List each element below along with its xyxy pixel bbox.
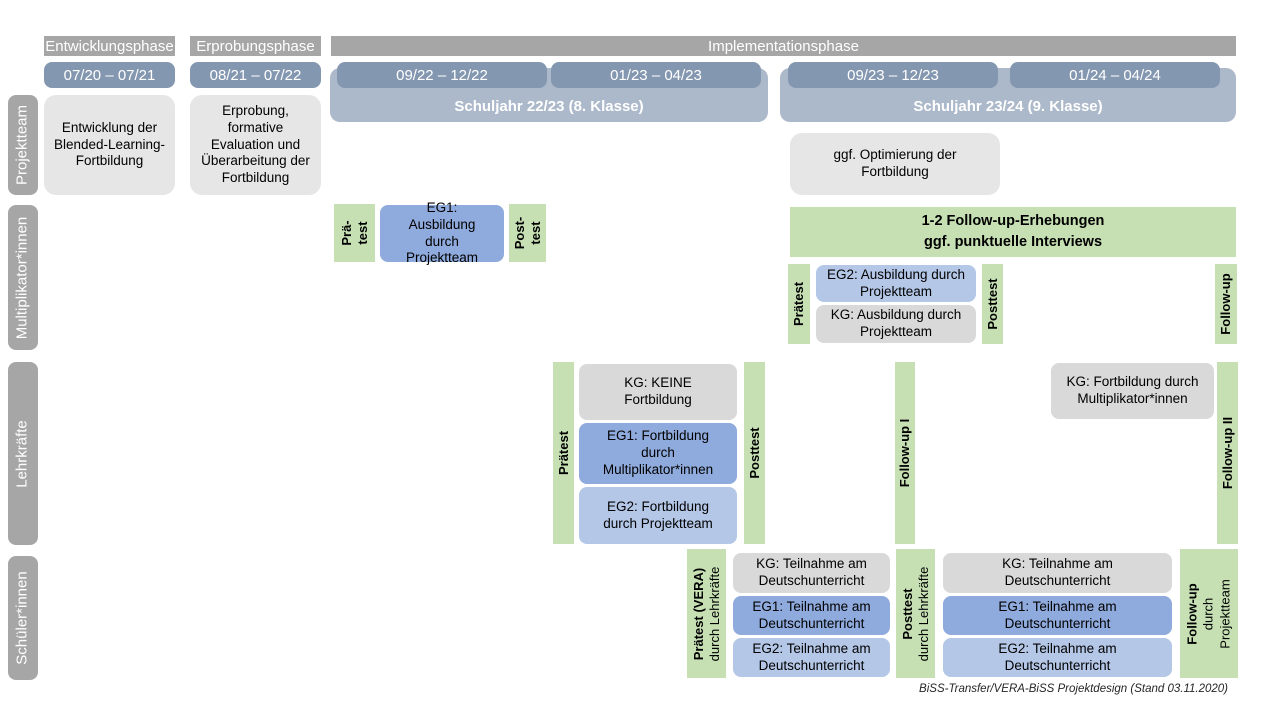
date-label: 01/23 – 04/23 [610,66,702,84]
box-text: KG: Teilnahme am Deutschunterricht [756,556,867,588]
box-eg1-fortbildung: EG1: Fortbildung durch Multiplikator*inn… [579,423,737,484]
box-text: EG2: Ausbildung durch Projektteam [826,266,966,299]
followup2-bar-lehrkraefte: Follow-up II [1217,362,1238,544]
row-label-text: Multiplikator*innen [13,216,31,339]
box-kg-teilnahme-2: KG: Teilnahme am Deutschunterricht [943,553,1172,593]
date-bar-3: 09/22 – 12/22 [337,62,547,88]
followup-bar-multiplikatoren: Follow-up [1215,264,1237,344]
date-bar-2: 08/21 – 07/22 [190,62,321,88]
box-eg2-fortbildung: EG2: Fortbildung durch Projektteam [579,487,737,544]
box-text: EG1: Fortbildung durch Multiplikator*inn… [602,428,714,477]
posttest-text: Posttest [984,278,1000,330]
row-label-text: Projektteam [13,104,31,186]
footer-caption: BiSS-Transfer/VERA-BiSS Projektdesign (S… [919,683,1228,695]
box-eg1-teilnahme-2: EG1: Teilnahme am Deutschunterricht [943,596,1172,635]
row-label-text: Schüler*innen [13,571,31,665]
phase-bar-implementation: Implementationsphase [331,36,1236,56]
row-label-lehrkraefte: Lehrkräfte [8,362,38,545]
date-label: 08/21 – 07/22 [209,66,302,84]
box-text: EG1: Ausbildung durch Projektteam [405,199,479,266]
followup1-bar-lehrkraefte: Follow-up I [895,362,915,544]
box-kg-fortbildung-multiplikatoren: KG: Fortbildung durch Multiplikator*inne… [1051,363,1214,419]
praetest-vera-text: Prätest (VERA) durch Lehrkräfte [690,566,722,661]
date-label: 09/22 – 12/22 [396,66,488,84]
box-text: EG2: Teilnahme am Deutschunterricht [998,640,1117,673]
praetest-vera-bar-schueler: Prätest (VERA) durch Lehrkräfte [687,549,726,678]
date-bar-1: 07/20 – 07/21 [44,62,175,88]
school-year-label: Schuljahr 23/24 (9. Klasse) [913,98,1103,115]
box-kg-ausbildung: KG: Ausbildung durch Projektteam [816,305,976,343]
box-text: Erprobung, formative Evaluation und Über… [201,102,310,186]
date-bar-6: 01/24 – 04/24 [1010,62,1220,88]
box-text: Entwicklung der Blended-Learning-Fortbil… [53,119,166,169]
followup-text: Follow-up II [1219,416,1235,490]
box-entwicklung-fortbildung: Entwicklung der Blended-Learning-Fortbil… [44,95,175,195]
date-label: 01/24 – 04/24 [1069,66,1161,84]
box-text: EG2: Fortbildung durch Projektteam [603,498,713,531]
praetest-text: Prätest [555,430,571,476]
date-label: 09/23 – 12/23 [847,66,939,84]
posttest-text: Posttest [746,427,762,479]
box-erprobung-evaluation: Erprobung, formative Evaluation und Über… [190,95,321,195]
phase-label: Entwicklungsphase [45,37,174,55]
box-text: EG2: Teilnahme am Deutschunterricht [752,640,871,673]
box-text: KG: Fortbildung durch Multiplikator*inne… [1066,374,1199,406]
posttest-text: Post- test [511,216,543,250]
box-text: KG: Ausbildung durch Projektteam [830,307,962,339]
phase-bar-erprobung: Erprobungsphase [190,36,321,56]
praetest-text: Prä- test [338,220,370,246]
praetest2-bar-multiplikatoren: Prätest [788,264,810,344]
box-kg-teilnahme-1: KG: Teilnahme am Deutschunterricht [733,553,890,593]
box-eg1-ausbildung: EG1: Ausbildung durch Projektteam [380,200,504,265]
box-eg1-teilnahme-1: EG1: Teilnahme am Deutschunterricht [733,596,890,635]
phase-label: Erprobungsphase [196,37,315,55]
posttest2-bar-multiplikatoren: Posttest [982,264,1003,344]
followup-text: Follow-up [1217,273,1233,335]
school-year-label: Schuljahr 22/23 (8. Klasse) [454,98,644,115]
box-text: EG1: Teilnahme am Deutschunterricht [752,598,871,631]
posttest-bar-multiplikatoren: Post- test [509,204,546,262]
box-kg-keine-fortbildung: KG: KEINE Fortbildung [579,364,737,420]
posttest-bar-schueler: Posttest durch Lehrkräfte [896,549,935,678]
praetest-text: Prätest [790,281,806,327]
row-label-multiplikatoren: Multiplikator*innen [8,205,38,350]
date-label: 07/20 – 07/21 [63,66,156,84]
row-label-text: Lehrkräfte [13,419,31,488]
praetest-bar-lehrkraefte: Prätest [553,362,574,544]
followup-bar-schueler: Follow-up durch Projektteam [1180,549,1238,678]
posttest-bar-lehrkraefte: Posttest [744,362,765,544]
banner-line: ggf. punktuelle Interviews [923,234,1103,250]
followup-text: Follow-up durch Projektteam [1184,578,1233,649]
followup-text: Follow-up I [896,418,912,488]
box-eg2-teilnahme-1: EG2: Teilnahme am Deutschunterricht [733,638,890,677]
box-eg2-teilnahme-2: EG2: Teilnahme am Deutschunterricht [943,638,1172,677]
phase-bar-entwicklung: Entwicklungsphase [44,36,175,56]
posttest-text: Posttest durch Lehrkräfte [899,566,931,661]
box-optimierung: ggf. Optimierung der Fortbildung [790,133,1000,195]
row-label-projektteam: Projektteam [8,95,38,195]
box-text: ggf. Optimierung der Fortbildung [833,147,957,179]
banner-line: 1-2 Follow-up-Erhebungen [921,212,1105,229]
box-eg2-ausbildung: EG2: Ausbildung durch Projektteam [816,265,976,302]
date-bar-4: 01/23 – 04/23 [551,62,761,88]
phase-label: Implementationsphase [708,37,859,55]
box-text: KG: KEINE Fortbildung [624,375,692,407]
followup-banner: 1-2 Follow-up-Erhebungen ggf. punktuelle… [790,207,1236,257]
date-bar-5: 09/23 – 12/23 [788,62,998,88]
praetest-bar-multiplikatoren: Prä- test [334,204,375,262]
box-text: KG: Teilnahme am Deutschunterricht [1002,556,1113,588]
row-label-schueler: Schüler*innen [8,556,38,680]
box-text: EG1: Teilnahme am Deutschunterricht [998,598,1117,631]
